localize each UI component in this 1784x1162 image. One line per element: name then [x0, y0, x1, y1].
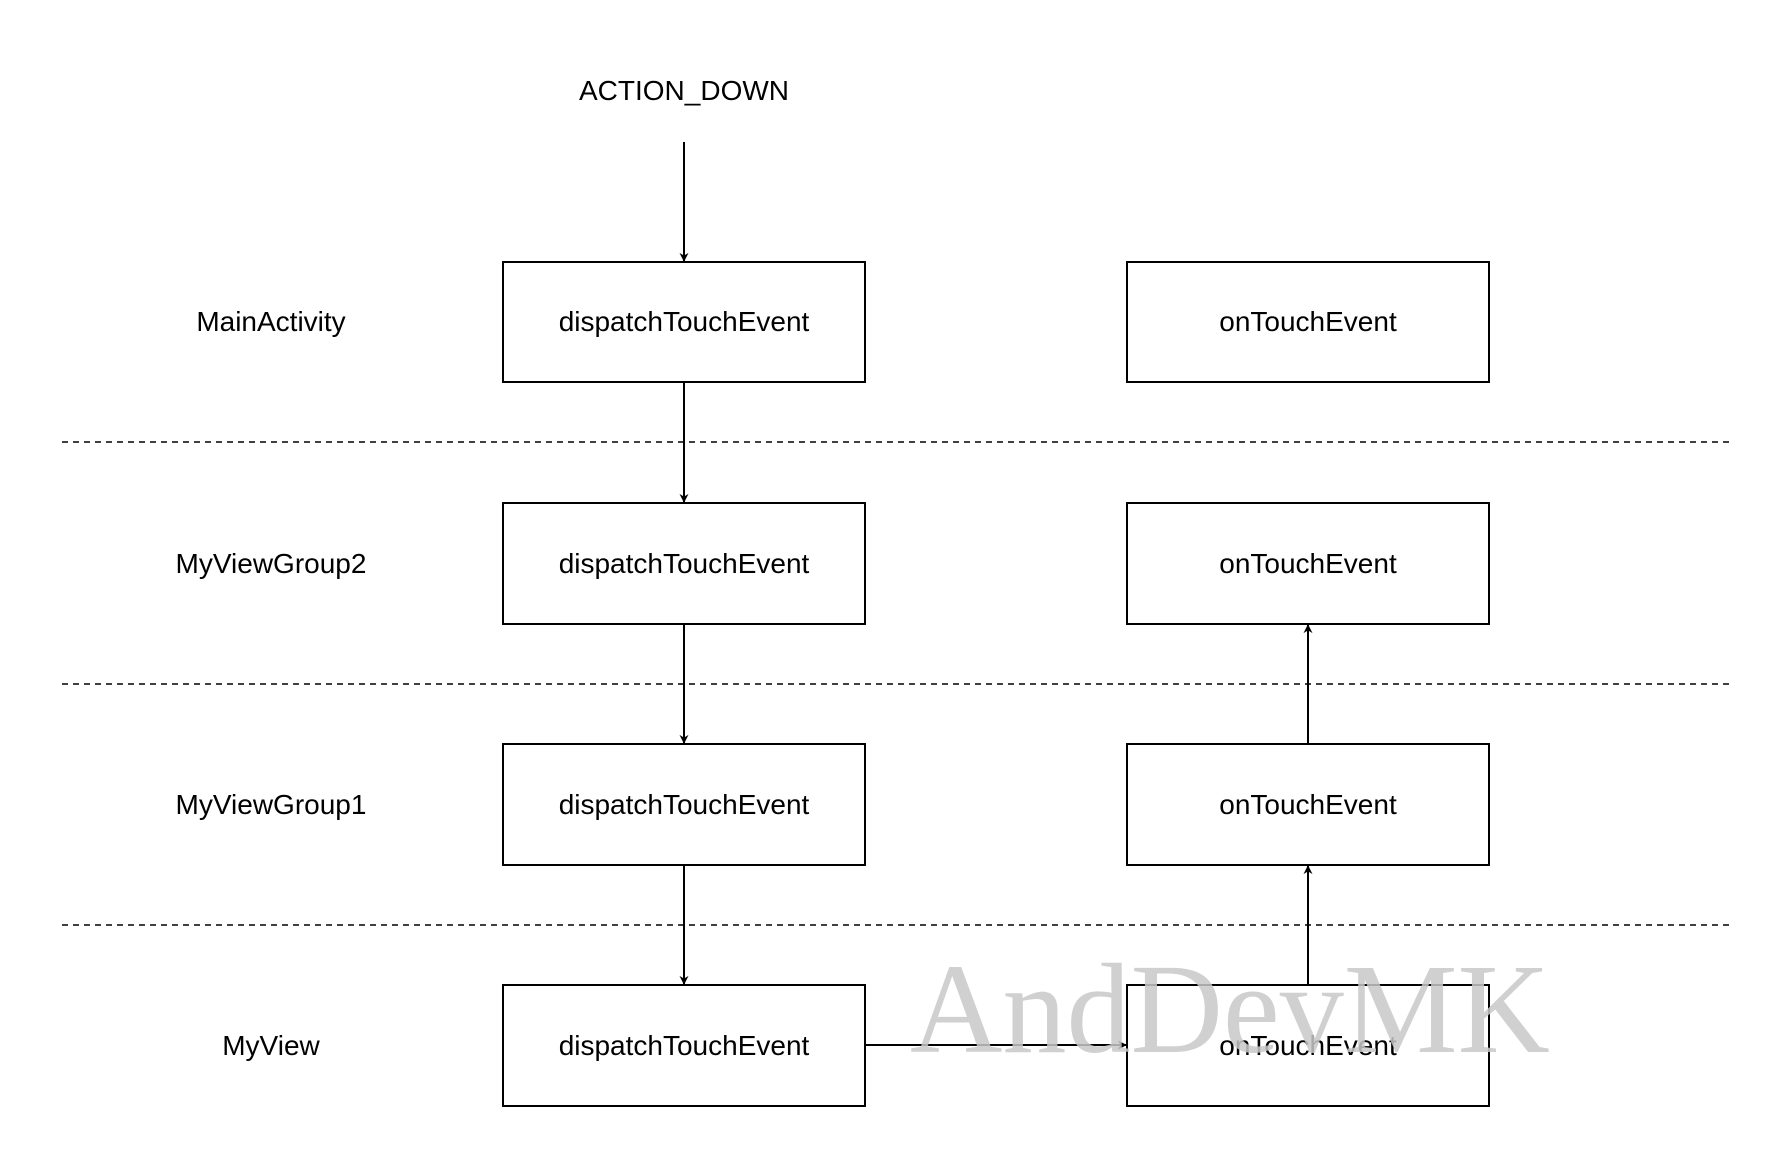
dispatch-box-label: dispatchTouchEvent — [559, 1030, 810, 1061]
touch-box-label: onTouchEvent — [1219, 789, 1397, 820]
dispatch-box-myview: dispatchTouchEvent — [502, 984, 866, 1107]
touch-box-myviewgroup2: onTouchEvent — [1126, 502, 1490, 625]
touch-box-label: onTouchEvent — [1219, 1030, 1397, 1061]
watermark: AndDevMK — [910, 938, 1550, 1080]
dispatch-box-myviewgroup1: dispatchTouchEvent — [502, 743, 866, 866]
touch-box-label: onTouchEvent — [1219, 306, 1397, 337]
dispatch-box-label: dispatchTouchEvent — [559, 548, 810, 579]
touch-box-label: onTouchEvent — [1219, 548, 1397, 579]
dispatch-box-mainactivity: dispatchTouchEvent — [502, 261, 866, 383]
layer-label-myviewgroup1: MyViewGroup1 — [176, 789, 367, 820]
layer-label-mainactivity: MainActivity — [196, 306, 345, 337]
dispatch-box-label: dispatchTouchEvent — [559, 306, 810, 337]
dispatch-box-label: dispatchTouchEvent — [559, 789, 810, 820]
event-label: ACTION_DOWN — [579, 75, 789, 106]
touch-box-mainactivity: onTouchEvent — [1126, 261, 1490, 383]
touch-box-myviewgroup1: onTouchEvent — [1126, 743, 1490, 866]
layer-label-myviewgroup2: MyViewGroup2 — [176, 548, 367, 579]
layer-label-myview: MyView — [222, 1030, 320, 1061]
touch-box-myview: onTouchEvent — [1126, 984, 1490, 1107]
dispatch-box-myviewgroup2: dispatchTouchEvent — [502, 502, 866, 625]
